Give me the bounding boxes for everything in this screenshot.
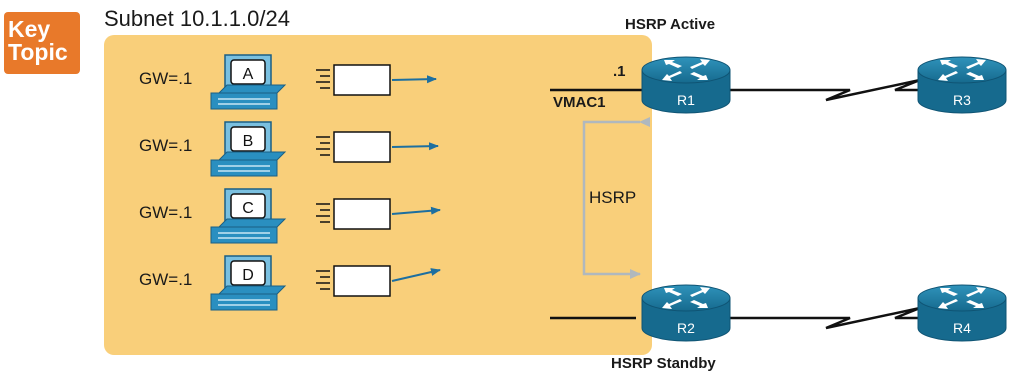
host-label-a: A bbox=[243, 66, 254, 83]
key-topic-line2: Topic bbox=[8, 39, 68, 65]
router-arrows-icon bbox=[938, 59, 986, 81]
packet-c bbox=[316, 198, 391, 230]
key-topic-badge: Key Topic bbox=[4, 12, 80, 74]
host-pc-c: C bbox=[210, 188, 287, 244]
hsrp-standby-label: HSRP Standby bbox=[611, 355, 716, 372]
gateway-label-a: GW=.1 bbox=[139, 69, 193, 88]
hsrp-label: HSRP bbox=[589, 188, 637, 207]
router-r3: R3 bbox=[917, 56, 1007, 114]
host-pc-d: D bbox=[210, 255, 287, 311]
host-label-b: B bbox=[243, 133, 254, 150]
key-topic-line1: Key bbox=[8, 16, 51, 42]
host-pc-a: A bbox=[210, 54, 287, 110]
vmac-label: VMAC1 bbox=[553, 94, 606, 111]
packet-d bbox=[316, 265, 391, 297]
host-label-d: D bbox=[242, 267, 254, 284]
packet-arrow-b bbox=[391, 142, 439, 151]
gateway-label-d: GW=.1 bbox=[139, 270, 193, 289]
packet-arrow-d bbox=[391, 268, 441, 282]
host-label-c: C bbox=[242, 200, 254, 217]
r1-r3-wan-link bbox=[730, 78, 928, 102]
packet-arrow-a bbox=[391, 75, 437, 84]
gateway-label-c: GW=.1 bbox=[139, 203, 193, 222]
router-arrows-icon bbox=[662, 287, 710, 309]
router-r2: R2 bbox=[641, 284, 731, 342]
subnet-label: Subnet 10.1.1.0/24 bbox=[104, 6, 290, 31]
router-label-r3: R3 bbox=[953, 92, 971, 108]
router-r4: R4 bbox=[917, 284, 1007, 342]
router-arrows-icon bbox=[662, 59, 710, 81]
host-pc-b: B bbox=[210, 121, 287, 177]
hsrp-link bbox=[582, 117, 650, 279]
router-label-r4: R4 bbox=[953, 320, 971, 336]
hsrp-active-label: HSRP Active bbox=[625, 16, 716, 33]
router-label-r2: R2 bbox=[677, 320, 695, 336]
r1-ip-label: .1 bbox=[613, 63, 626, 80]
packet-b bbox=[316, 131, 391, 163]
r2-r4-wan-link bbox=[730, 306, 928, 330]
router-r1: R1 bbox=[641, 56, 731, 114]
router-label-r1: R1 bbox=[677, 92, 695, 108]
packet-arrow-c bbox=[391, 206, 441, 215]
gateway-label-b: GW=.1 bbox=[139, 136, 193, 155]
router-arrows-icon bbox=[938, 287, 986, 309]
packet-a bbox=[316, 64, 391, 96]
